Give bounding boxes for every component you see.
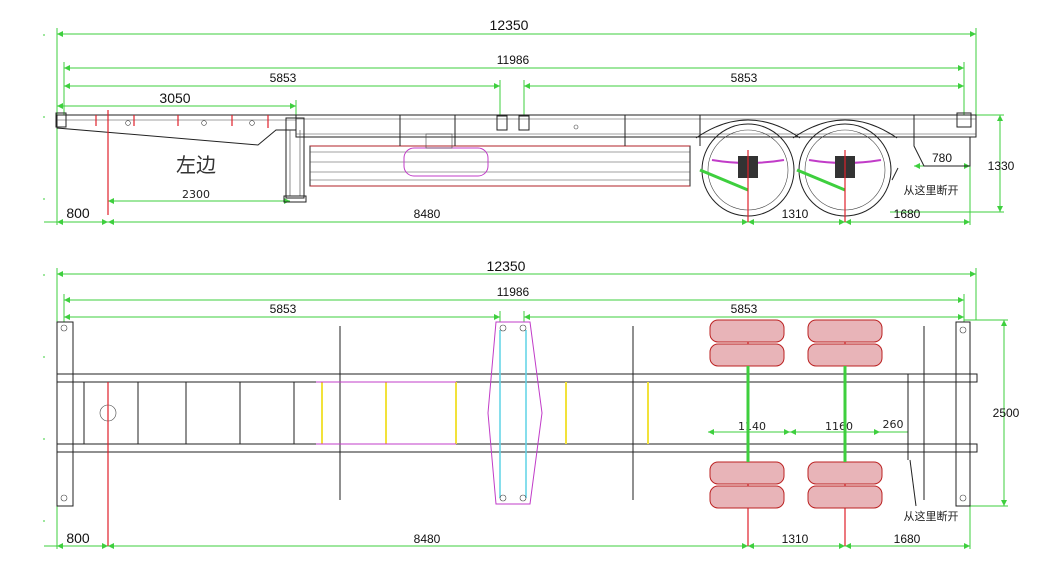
top-axle-track-1: 1140	[738, 420, 766, 433]
side-total-length: 12350	[490, 17, 529, 33]
top-cut-leader	[909, 459, 917, 507]
side-landing-gear: 2300	[182, 188, 210, 201]
side-view: 12350 11986 5853 5853 3050 2300 800 8480…	[43, 17, 1015, 225]
side-cut-note: 从这里断开	[904, 183, 959, 197]
side-frame	[55, 110, 977, 215]
top-tires	[709, 319, 883, 509]
side-rear-notch: 780	[932, 151, 952, 165]
top-front-segment: 5853	[270, 302, 297, 316]
top-front-overhang: 800	[66, 530, 90, 546]
top-cut-note: 从这里断开	[904, 509, 959, 523]
side-wheels	[695, 119, 898, 222]
side-rear-overhang: 1680	[894, 207, 921, 221]
top-axle-track-2: 1160	[825, 420, 853, 433]
side-dimension-lines	[43, 28, 1004, 225]
top-kingpin-span: 11986	[497, 285, 530, 299]
side-kingpin-offset: 3050	[159, 90, 190, 106]
top-offset: 260	[883, 418, 904, 431]
side-axle-spacing: 1310	[782, 207, 809, 221]
top-axle-spacing: 1310	[782, 532, 809, 546]
side-rear-segment: 5853	[731, 71, 758, 85]
top-total-length: 12350	[487, 258, 526, 274]
top-wheelbase: 8480	[414, 532, 441, 546]
top-view: 12350 11986 5853 5853 800 8480 1310 1680…	[43, 258, 1020, 549]
left-side-label: 左边	[176, 153, 216, 177]
side-front-segment: 5853	[270, 71, 297, 85]
side-height: 1330	[988, 159, 1015, 173]
top-rear-segment: 5853	[731, 302, 758, 316]
side-cut-leader	[891, 167, 899, 181]
side-kingpin-span: 11986	[497, 53, 530, 67]
side-wheelbase: 8480	[414, 207, 441, 221]
top-width: 2500	[993, 406, 1020, 420]
top-frame	[56, 321, 978, 546]
side-front-overhang: 800	[66, 205, 90, 221]
top-rear-overhang: 1680	[894, 532, 921, 546]
